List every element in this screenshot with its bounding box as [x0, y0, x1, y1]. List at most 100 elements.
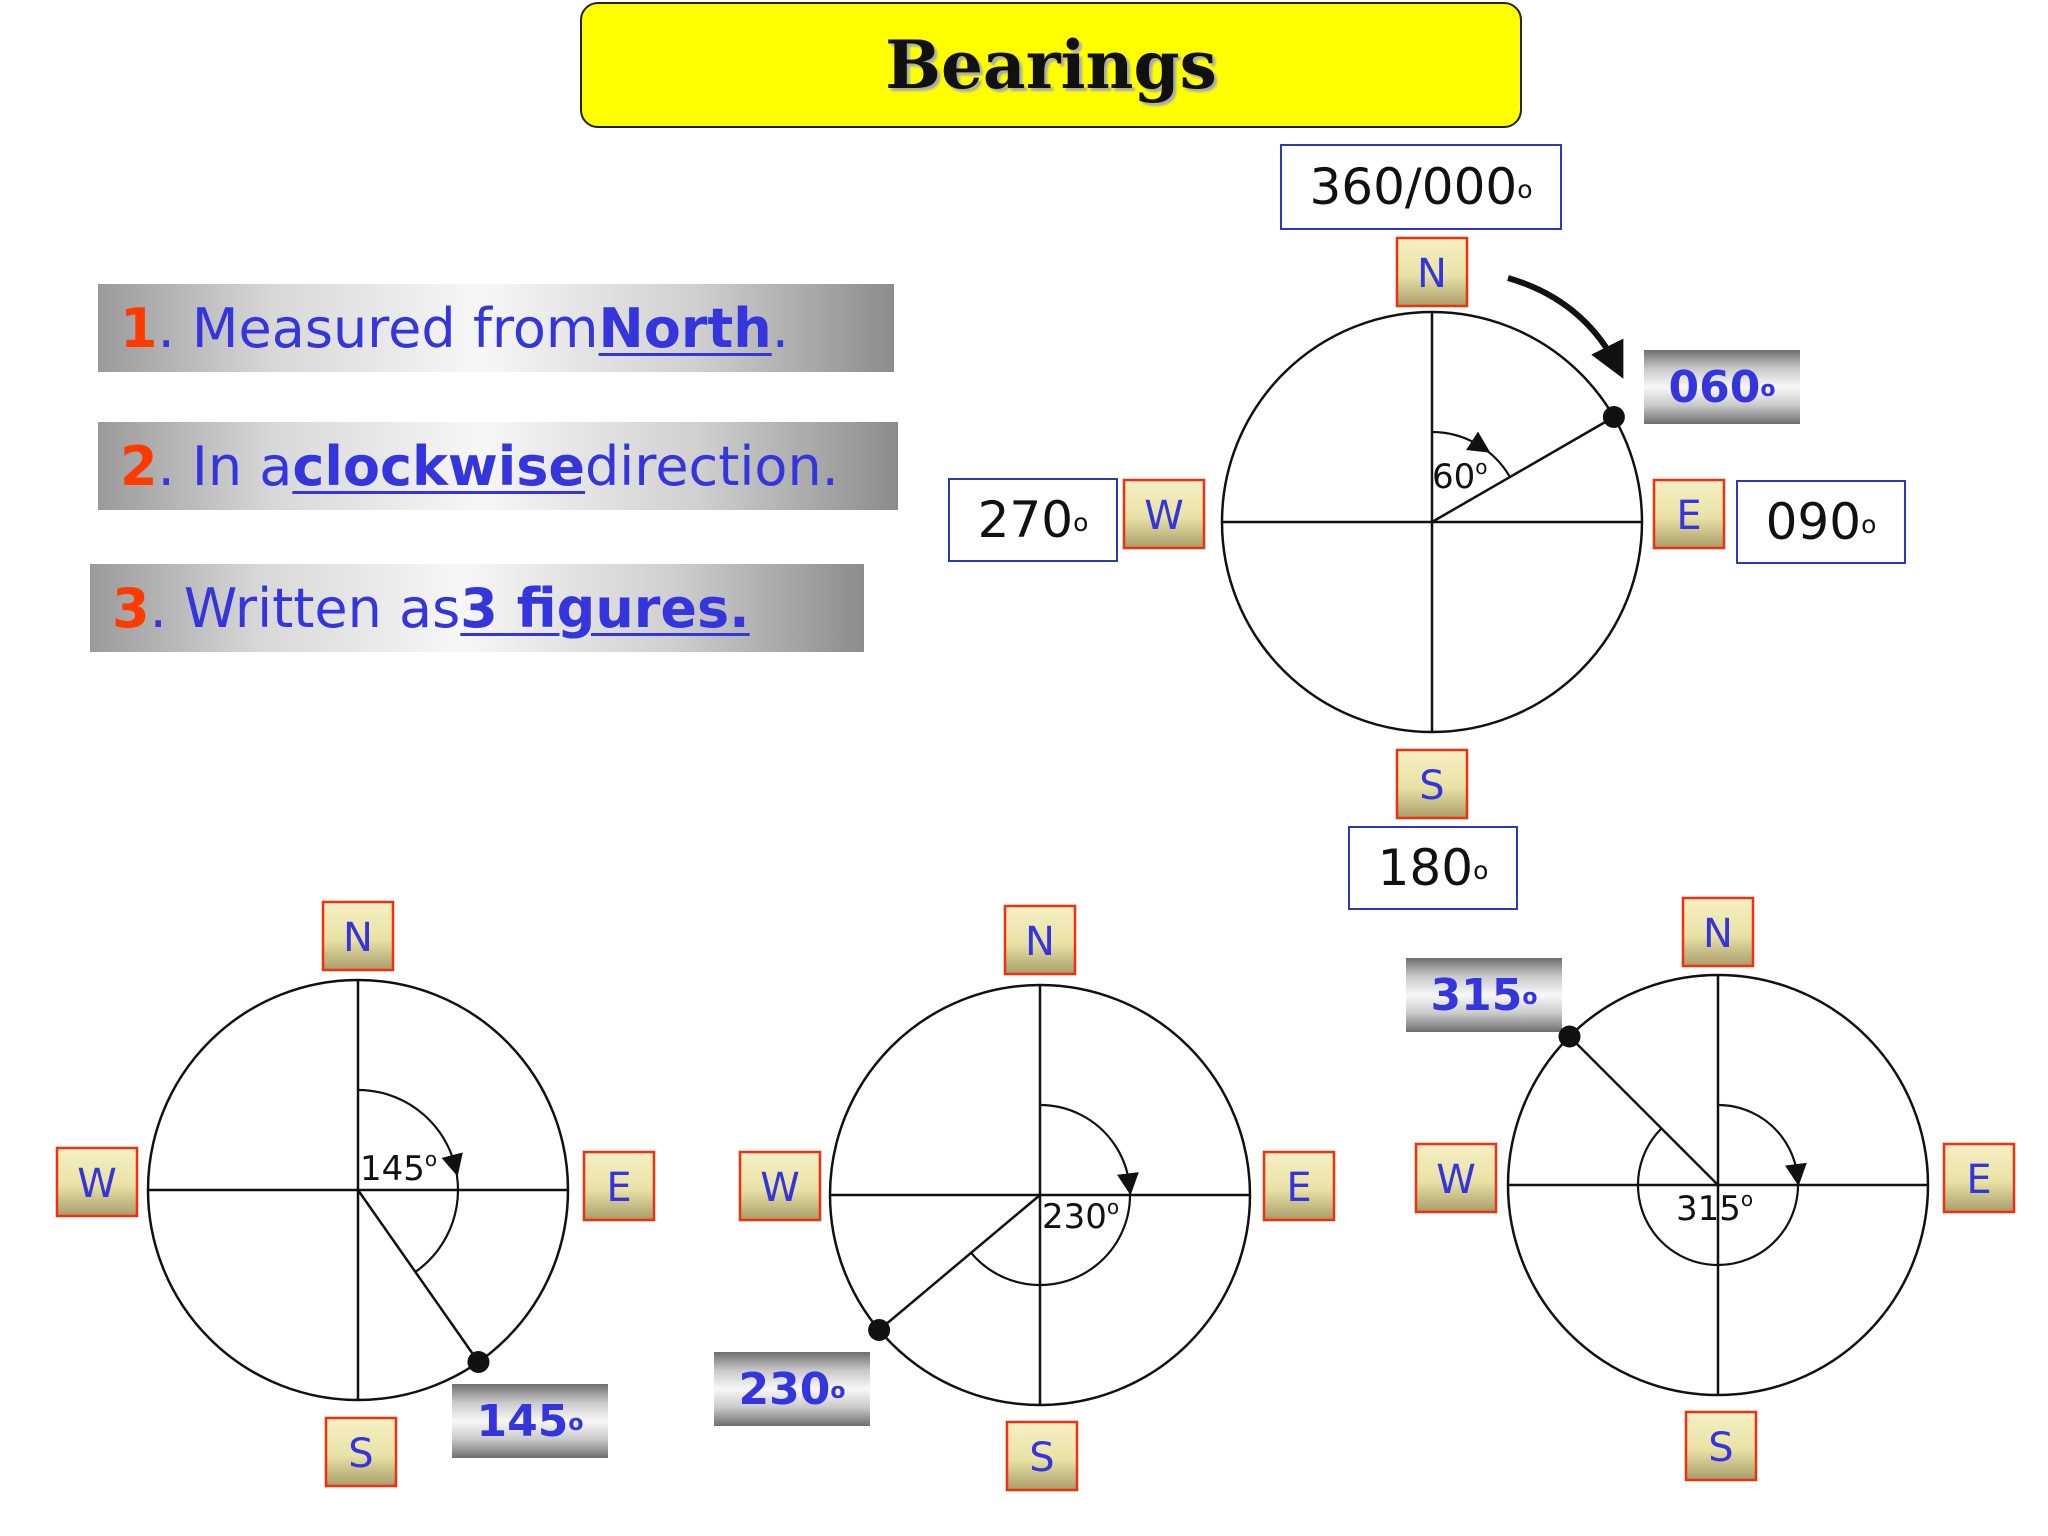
- west-label-letter: W: [1144, 493, 1184, 539]
- north-label-letter: N: [1417, 251, 1447, 297]
- east-bearing-value: 090: [1765, 493, 1862, 551]
- rule-text: . Measured from: [157, 296, 599, 360]
- east-label: E: [1652, 478, 1726, 550]
- north-label-letter: N: [343, 915, 373, 961]
- bearing-line: [356, 1189, 480, 1363]
- bearing-point: [467, 1351, 490, 1374]
- east-label-letter: E: [1676, 493, 1701, 539]
- bearing-value: 315: [1430, 969, 1523, 1021]
- bearing-value: 060: [1668, 361, 1761, 413]
- south-label-letter: S: [348, 1431, 373, 1477]
- north-label-box: [321, 900, 395, 972]
- south-label-letter: S: [1419, 763, 1444, 809]
- north-label: N: [1395, 236, 1469, 308]
- degree-symbol: o: [1760, 376, 1776, 402]
- south-bearing-value: 180: [1377, 839, 1474, 897]
- east-label-letter: E: [1286, 1165, 1311, 1211]
- rule-text: . Written as: [149, 576, 461, 640]
- south-label-box: [1395, 748, 1469, 820]
- east-label-letter: E: [1966, 1157, 1991, 1203]
- south-label: S: [1684, 1410, 1758, 1482]
- degree-symbol: o: [1473, 856, 1489, 885]
- south-label: S: [1005, 1420, 1079, 1492]
- west-label-box: [1122, 478, 1206, 550]
- west-label: W: [55, 1146, 139, 1218]
- north-label-box: [1395, 236, 1469, 308]
- bearing-line: [1568, 1035, 1719, 1186]
- angle-arc-arrow: [1465, 431, 1491, 453]
- north-label-box: [1681, 896, 1755, 968]
- west-label-box: [738, 1150, 822, 1222]
- west-label-box: [55, 1146, 139, 1218]
- angle-arc-arrow: [1116, 1172, 1139, 1196]
- angle-label: 60o: [1432, 455, 1488, 497]
- north-label-letter: N: [1703, 911, 1733, 957]
- rule-keyword: 3 figures.: [460, 576, 750, 640]
- south-label-box: [1684, 1410, 1758, 1482]
- compass-3: [1506, 973, 1930, 1397]
- west-label: W: [1414, 1142, 1498, 1214]
- west-label-box: [1414, 1142, 1498, 1214]
- rule-number: 2: [120, 434, 158, 498]
- angle-arc-arrow: [441, 1152, 463, 1177]
- east-label-box: [582, 1150, 656, 1222]
- rule-3: 3. Written as 3 figures.: [90, 564, 864, 652]
- west-label: W: [738, 1150, 822, 1222]
- angle-arc: [1636, 1103, 1800, 1267]
- east-label: E: [582, 1150, 656, 1222]
- south-label-letter: S: [1708, 1425, 1733, 1471]
- rule-2: 2. In a clockwise direction.: [98, 422, 898, 510]
- bearing-point: [1602, 406, 1625, 428]
- bearing-value: 145: [476, 1395, 569, 1447]
- bearing-value: 230: [738, 1363, 831, 1415]
- east-label-box: [1262, 1150, 1336, 1222]
- north-label-letter: N: [1025, 919, 1055, 965]
- compass-1: [146, 978, 570, 1402]
- east-label: E: [1262, 1150, 1336, 1222]
- west-bearing-value: 270: [977, 491, 1074, 549]
- bearing-line: [878, 1194, 1041, 1331]
- rule-text-end: .: [771, 296, 789, 360]
- north-label: N: [321, 900, 395, 972]
- angle-arc: [970, 1103, 1132, 1287]
- rule-text: . In a: [157, 434, 293, 498]
- bearing-line: [1431, 415, 1615, 524]
- degree-symbol: o: [1073, 508, 1089, 537]
- north-label: N: [1003, 904, 1077, 976]
- angle-label: 315o: [1676, 1187, 1753, 1229]
- angle-arc-arrow: [1785, 1162, 1807, 1186]
- degree-symbol: o: [568, 1410, 584, 1436]
- compass-2: [828, 983, 1252, 1407]
- north-bearing-value: 360/000: [1309, 158, 1518, 216]
- west-label-letter: W: [1436, 1157, 1476, 1203]
- rule-keyword: clockwise: [292, 434, 586, 498]
- north-label: N: [1681, 896, 1755, 968]
- bearing-point: [868, 1318, 891, 1341]
- east-label-letter: E: [606, 1165, 631, 1211]
- degree-symbol: o: [830, 1378, 846, 1404]
- rule-text-end: direction.: [585, 434, 839, 498]
- west-label: W: [1122, 478, 1206, 550]
- east-label: E: [1942, 1142, 2016, 1214]
- compass-circle: [146, 978, 570, 1402]
- compass-main: [1220, 310, 1644, 734]
- degree-symbol: o: [1522, 984, 1538, 1010]
- degree-symbol: o: [1517, 175, 1533, 204]
- east-label-box: [1942, 1142, 2016, 1214]
- clockwise-arrow: [1507, 275, 1624, 379]
- west-label-letter: W: [760, 1165, 800, 1211]
- rule-number: 1: [120, 296, 158, 360]
- rule-keyword: North: [598, 296, 772, 360]
- south-label-box: [324, 1416, 398, 1488]
- rule-1: 1. Measured from North.: [98, 284, 894, 372]
- south-label: S: [324, 1416, 398, 1488]
- rule-number: 3: [112, 576, 150, 640]
